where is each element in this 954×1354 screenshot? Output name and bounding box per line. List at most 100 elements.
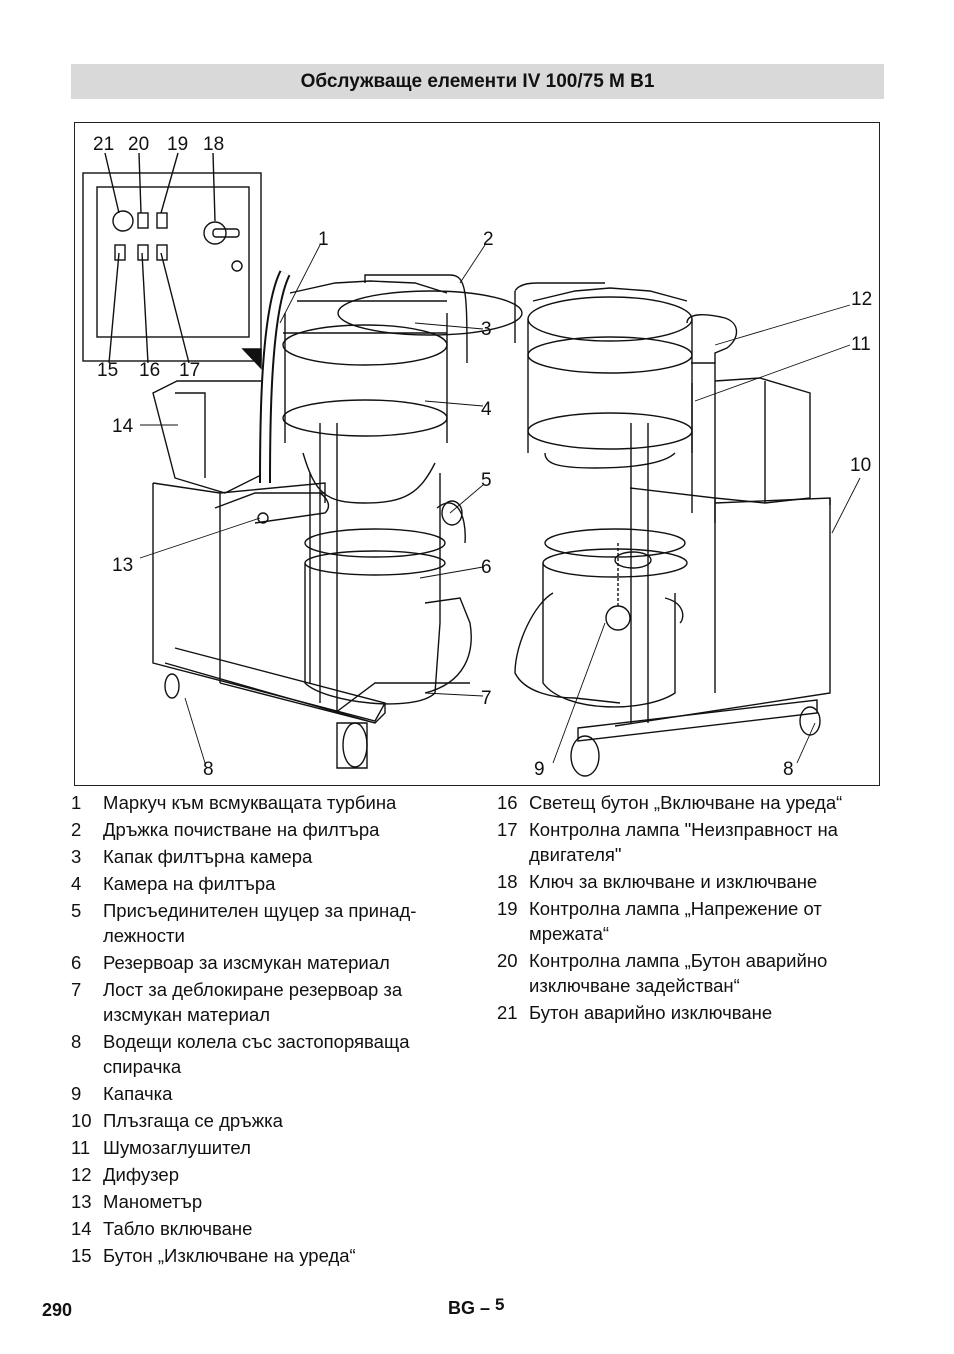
legend-item: 21 Бутон аварийно изключване: [497, 999, 887, 1026]
legend-item-number: 1: [71, 792, 82, 813]
legend-item: 15 Бутон „Изключване на уреда“: [71, 1242, 471, 1269]
machine-illustration: 21 20 19 18 15 16 17 1 2 3 4 5 6 7 8 9 8…: [74, 122, 880, 786]
callout-3: 3: [481, 319, 492, 340]
legend-item-number: 18: [497, 871, 518, 892]
callout-10: 10: [850, 455, 871, 476]
legend-item-number: 19: [497, 898, 518, 919]
footer-separator: –: [480, 1298, 491, 1318]
legend-item: 9 Капачка: [71, 1080, 471, 1107]
legend-item-number: 6: [71, 952, 82, 973]
legend-item: 1 Маркуч към всмукващата турбина: [71, 789, 471, 816]
legend-item-text: Камера на филтъра: [103, 873, 276, 894]
callout-12: 12: [851, 289, 872, 310]
legend-item-number: 2: [71, 819, 82, 840]
legend-item: 6 Резервоар за изсмукан материал: [71, 949, 471, 976]
legend-item-text: Капак филтърна камера: [103, 846, 313, 867]
indicator-lamp-20: [137, 212, 149, 229]
indicator-lamp-19: [156, 212, 168, 229]
callout-21: 21: [93, 134, 114, 155]
legend-item-number: 12: [71, 1164, 92, 1185]
legend-item-text: Лост за деблокиране резервоар за изсмука…: [103, 979, 403, 1025]
legend-item: 4 Камера на филтъра: [71, 870, 471, 897]
legend-item: 3 Капак филтърна камера: [71, 843, 471, 870]
callout-11: 11: [851, 334, 871, 355]
legend-item-number: 5: [71, 900, 82, 921]
legend-item-text: Бутон „Изключване на уреда“: [103, 1245, 356, 1266]
section-header: Обслужваще елементи IV 100/75 M B1: [71, 64, 884, 99]
legend-item-text: Капачка: [103, 1083, 173, 1104]
section-title: Обслужваще елементи IV 100/75 M B1: [300, 70, 655, 92]
callout-8-left: 8: [203, 759, 214, 780]
fault-lamp-icon: [156, 244, 168, 261]
emergency-stop-icon: [112, 210, 134, 232]
callout-16: 16: [139, 360, 160, 381]
legend-item-number: 21: [497, 1002, 518, 1023]
legend-item-number: 20: [497, 950, 518, 971]
legend-item-text: Шумозаглушител: [103, 1137, 251, 1158]
legend-item-text: Маркуч към всмукващата турбина: [103, 792, 397, 813]
footer-language: BG: [448, 1298, 475, 1318]
legend-item: 13 Манометър: [71, 1188, 471, 1215]
callout-4: 4: [481, 399, 492, 420]
legend-item: 16 Светещ бутон „Включване на уреда“: [497, 789, 887, 816]
legend-item: 10 Плъзгаща се дръжка: [71, 1107, 471, 1134]
callout-13: 13: [112, 555, 133, 576]
legend-item-text: Светещ бутон „Включване на уреда“: [529, 792, 843, 813]
legend-item: 11 Шумозаглушител: [71, 1134, 471, 1161]
legend-item-number: 4: [71, 873, 82, 894]
legend-item: 5 Присъединителен щуцер за принад-лежност…: [71, 897, 471, 949]
callout-17: 17: [179, 360, 200, 381]
legend-item-number: 3: [71, 846, 82, 867]
callout-7: 7: [481, 688, 492, 709]
callout-9: 9: [534, 759, 545, 780]
legend-item-text: Дръжка почистване на филтъра: [103, 819, 380, 840]
legend-item-number: 16: [497, 792, 518, 813]
legend-item-text: Плъзгаща се дръжка: [103, 1110, 283, 1131]
legend-item: 14 Табло включване: [71, 1215, 471, 1242]
callout-19: 19: [167, 134, 188, 155]
legend-item-text: Присъединителен щуцер за принад-лежности: [103, 900, 417, 946]
legend-item-number: 7: [71, 979, 82, 1000]
legend-item-text: Манометър: [103, 1191, 203, 1212]
legend-item-number: 9: [71, 1083, 82, 1104]
legend-item-text: Бутон аварийно изключване: [529, 1002, 773, 1023]
callout-5: 5: [481, 470, 492, 491]
legend-left-column: 1 Маркуч към всмукващата турбина 2 Дръжка п…: [71, 789, 471, 1269]
legend-item-text: Водещи колела със застопоряваща спирачка: [103, 1031, 410, 1077]
legend-item-text: Резервоар за изсмукан материал: [103, 952, 390, 973]
callout-18: 18: [203, 134, 224, 155]
callout-15: 15: [97, 360, 118, 381]
legend-item: 7 Лост за деблокиране резервоар за изсмук…: [71, 976, 471, 1028]
callout-2: 2: [483, 229, 494, 250]
legend-item-number: 13: [71, 1191, 92, 1212]
legend-item-number: 11: [71, 1137, 91, 1158]
key-switch-icon: [203, 221, 227, 245]
machine-left-view: [152, 270, 523, 769]
callout-20: 20: [128, 134, 149, 155]
leader-lines: [139, 244, 861, 764]
cap-icon: [605, 605, 631, 631]
legend-item-text: Ключ за включване и изключване: [529, 871, 818, 892]
legend-item-text: Табло включване: [103, 1218, 253, 1239]
legend-item-number: 10: [71, 1110, 92, 1131]
callout-1: 1: [318, 229, 329, 250]
callout-6: 6: [481, 557, 492, 578]
pressure-gauge-icon: [257, 512, 269, 524]
callout-8-right: 8: [783, 759, 794, 780]
machine-drawing: 21 20 19 18 15 16 17 1 2 3 4 5 6 7 8 9 8…: [82, 134, 872, 780]
callout-14: 14: [112, 416, 134, 437]
page-number: 290: [42, 1300, 73, 1320]
legend-item-number: 15: [71, 1245, 92, 1266]
legend-item-number: 17: [497, 819, 518, 840]
legend-item-number: 14: [71, 1218, 92, 1239]
legend-item-number: 8: [71, 1031, 82, 1052]
footer-section-number: 5: [495, 1295, 505, 1314]
on-button-icon: [137, 244, 149, 261]
callout-labels: 21 20 19 18 15 16 17 1 2 3 4 5 6 7 8 9 8…: [93, 134, 872, 780]
legend-item: 2 Дръжка почистване на филтъра: [71, 816, 471, 843]
